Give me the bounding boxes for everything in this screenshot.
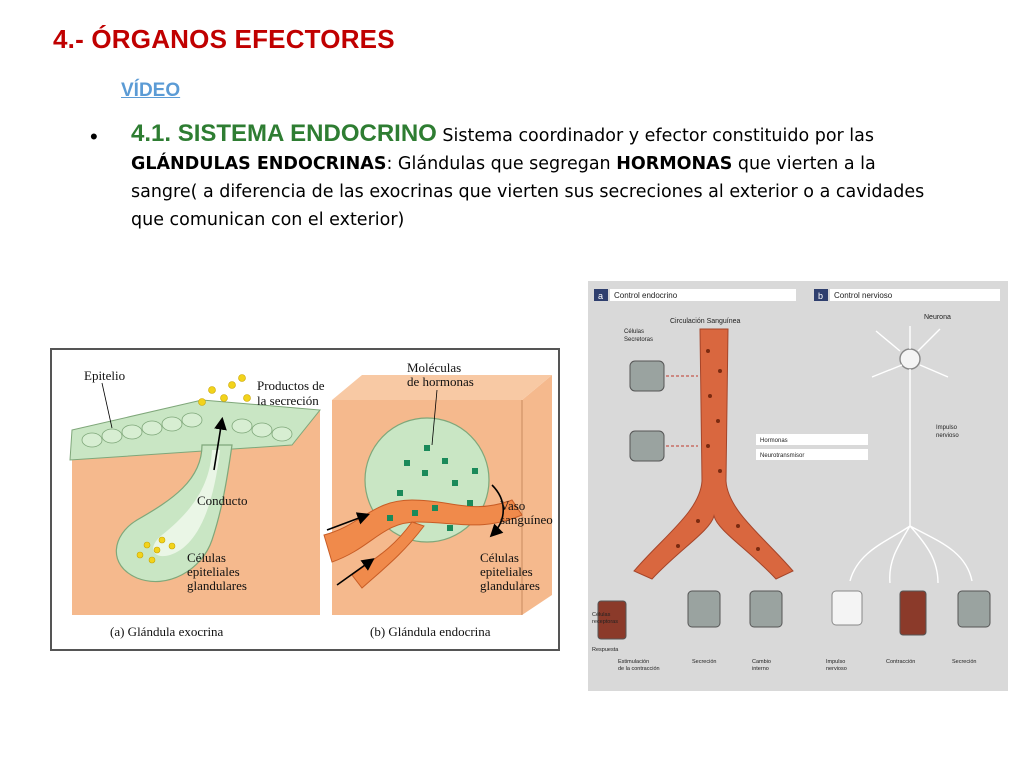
receptor-cell-muscle	[597, 600, 627, 640]
target-muscle	[899, 590, 927, 636]
receptor-cell-secretion	[687, 590, 721, 628]
gland-diagram-svg: Epitelio Productos de la secreción Condu…	[69, 360, 553, 639]
target-gland	[957, 590, 991, 628]
legend-hormonas: Hormonas	[760, 438, 788, 444]
control-diagram-svg: a Control endocrino b Control nervioso C…	[588, 281, 1008, 691]
label-celulas-secretoras-1: Células	[624, 329, 644, 335]
label-contraccion: Contracción	[886, 659, 915, 665]
label-impulso-2: nervioso	[936, 433, 959, 439]
body-text-2: : Glándulas que segregan	[386, 154, 617, 174]
label-circulacion: Circulación Sanguínea	[670, 318, 741, 325]
label-celulas-secretoras-2: Secretoras	[624, 337, 653, 343]
endocrine-inflow-arrow	[326, 512, 370, 531]
exocrine-gland: Epitelio Productos de la secreción Condu…	[69, 368, 325, 615]
label-impulso-b-2: nervioso	[826, 666, 847, 672]
tag-b: b	[818, 291, 823, 301]
label-celulas-receptoras-2: receptoras	[592, 619, 618, 625]
label-impulso-1: Impulso	[936, 425, 958, 431]
label-estimulacion-1: Estimulación	[618, 659, 649, 665]
blood-vessel	[323, 499, 523, 563]
secretion-granules	[136, 374, 251, 564]
label-secrecion-a: Secreción	[692, 659, 716, 665]
label-celulas-b-2: epiteliales	[480, 564, 533, 579]
header-b-box	[830, 289, 1000, 301]
control-diagram: a Control endocrino b Control nervioso C…	[588, 281, 1008, 691]
gland-duct-lumen	[153, 450, 220, 557]
body-text-3: que vierten a la sangre( a diferencia de…	[131, 154, 925, 230]
label-cambio-2: interno	[752, 666, 769, 672]
body-bold-glandulas: GLÁNDULAS ENDOCRINAS	[131, 154, 387, 174]
legend-hormonas-box	[756, 434, 868, 445]
exocrine-epithelium-surface	[69, 399, 321, 461]
legend-neurotransmisor: Neurotransmisor	[760, 453, 804, 459]
label-conducto: Conducto	[197, 493, 248, 508]
receptor-cell-change	[749, 590, 783, 628]
slide-title: 4.- ÓRGANOS EFECTORES	[53, 24, 395, 54]
caption-endocrine: (b) Glándula endocrina	[370, 624, 491, 639]
label-celulas-b-1: Células	[480, 550, 519, 565]
legend-neurotransmisor-box	[756, 449, 868, 460]
section-heading: 4.1. SISTEMA ENDOCRINO	[131, 120, 437, 147]
label-respuesta: Respuesta	[592, 647, 619, 653]
body-bold-hormonas: HORMONAS	[616, 154, 733, 174]
header-b-title: Control nervioso	[834, 291, 893, 300]
label-vaso-1: Vaso	[500, 498, 525, 513]
endocrine-gland: Moléculas de hormonas Vaso sanguíneo Cél…	[323, 360, 553, 615]
secretory-cell-2	[629, 430, 665, 462]
header-a-title: Control endocrino	[614, 291, 678, 300]
label-neurona: Neurona	[924, 314, 951, 321]
tag-a: a	[598, 291, 603, 301]
blood-vessel-tree	[633, 328, 794, 580]
label-estimulacion-2: de la contracción	[618, 666, 660, 672]
label-celulas-b-3: glandulares	[480, 578, 540, 593]
body-paragraph: 4.1. SISTEMA ENDOCRINO Sistema coordinad…	[131, 120, 931, 234]
epithelium-cells	[81, 412, 293, 448]
bullet-icon: •	[90, 124, 98, 149]
gland-diagram: Epitelio Productos de la secreción Condu…	[50, 348, 560, 651]
hormone-molecules	[387, 445, 478, 531]
label-vaso-2: sanguíneo	[500, 512, 553, 527]
control-diagram-bg	[588, 281, 1008, 691]
epitelio-pointer	[101, 382, 113, 429]
label-celulas-a-2: epiteliales	[187, 564, 240, 579]
endocrine-outflow-arrow	[489, 484, 505, 538]
body-text-1: Sistema coordinador y efector constituid…	[436, 126, 875, 146]
secretory-cell-1	[629, 360, 665, 392]
label-moleculas-2: de hormonas	[407, 374, 474, 389]
label-epitelio: Epitelio	[84, 368, 125, 383]
label-productos-2: la secreción	[257, 393, 319, 408]
label-celulas-a-3: glandulares	[187, 578, 247, 593]
caption-exocrine: (a) Glándula exocrina	[110, 624, 224, 639]
tag-a-box	[594, 289, 608, 301]
label-secrecion-b: Secreción	[952, 659, 976, 665]
moleculas-pointer	[431, 389, 438, 446]
tag-b-box	[814, 289, 828, 301]
label-celulas-a-1: Células	[187, 550, 226, 565]
secretion-arrow	[213, 416, 227, 471]
label-productos-1: Productos de	[257, 378, 325, 393]
target-neuron	[831, 590, 863, 626]
label-moleculas-1: Moléculas	[407, 360, 461, 375]
endocrine-inflow-arrow-2	[336, 558, 375, 586]
label-celulas-receptoras-1: Células	[592, 612, 611, 618]
label-impulso-b-1: Impulso	[826, 659, 845, 665]
neuron	[849, 326, 973, 584]
label-cambio-1: Cambio	[752, 659, 771, 665]
header-a-box	[610, 289, 796, 301]
vessel-hormone-dots	[676, 349, 760, 551]
video-link[interactable]: VÍDEO	[121, 80, 181, 101]
endocrine-tissue-top	[332, 375, 552, 400]
